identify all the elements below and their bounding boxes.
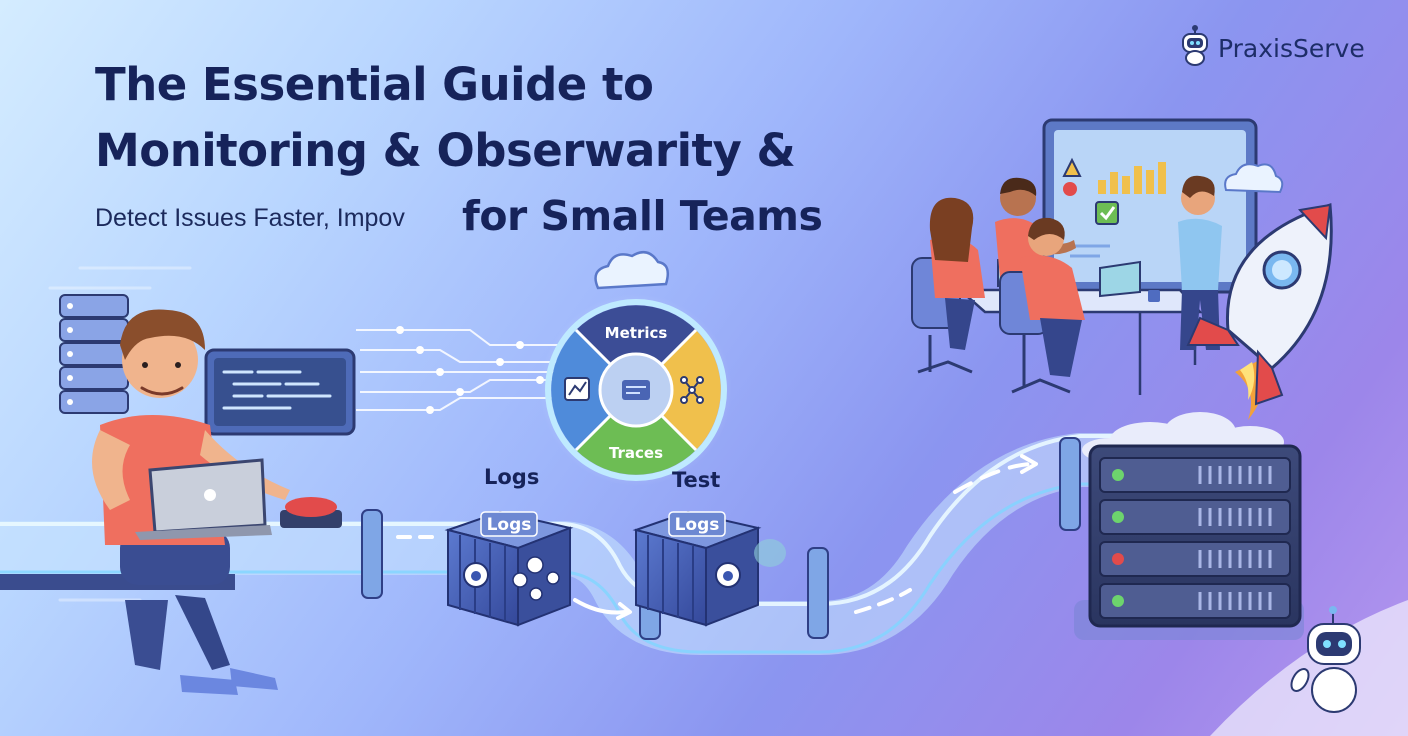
traces-segment [576,390,696,475]
wheel-traces-label: Traces [609,444,663,462]
rocket-icon [1186,203,1333,420]
logs-heading: Logs [484,465,539,489]
logs-container-left: Logs [444,510,574,627]
alert-dot-icon [1063,182,1077,196]
logs-container-right: Logs [632,510,786,627]
mug-icon [1148,290,1160,302]
container-right-label: Logs [675,515,720,535]
developer-person [92,309,290,695]
chart-icon [564,377,590,401]
robot-mascot-icon [1290,606,1361,713]
flow-arrows [396,454,1038,620]
alert-button-icon [280,497,342,528]
circuit-lines [356,326,560,414]
code-screen-icon [204,348,356,436]
laptop-icon [135,458,272,540]
title-line-3: for Small Teams [462,192,823,240]
title-line-1: The Essential Guide to [95,58,654,111]
gear-icon [512,556,560,601]
server-stack-icon [59,294,129,414]
warning-icon [1062,157,1082,177]
teammate-man-2 [999,217,1085,388]
dashboard-monitor [1042,118,1258,294]
metrics-segment [576,305,696,390]
side-segment [551,330,636,450]
cloud-icon [1224,163,1284,194]
observability-wheel: Metrics Traces [540,294,732,486]
right-segment [636,330,721,450]
test-heading: Test [672,468,720,492]
teammate-woman [911,197,985,372]
wheel-metrics-label: Metrics [605,324,668,342]
brand-logo-icon [1182,25,1208,66]
cloud-icon [594,250,669,290]
network-icon [680,376,704,404]
subtitle: Detect Issues Faster, Impov [95,204,405,232]
title-line-2: Monitoring & Obserwarity & [95,124,796,177]
container-left-label: Logs [487,515,532,535]
chair-bases [917,360,1071,394]
brand-name: PraxisServe [1218,34,1365,63]
server-rack [1074,444,1304,640]
check-icon [1095,201,1119,225]
